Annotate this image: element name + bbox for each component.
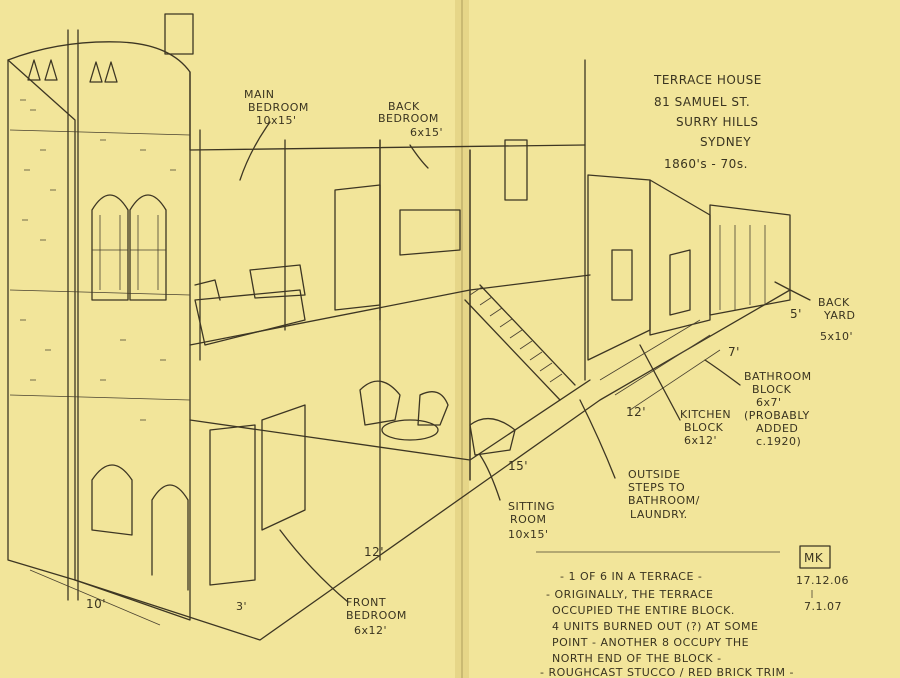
sitting-line-1: SITTING	[508, 500, 555, 513]
kitchen-line-3: 6x12'	[684, 434, 717, 447]
signature-date-1: 17.12.06	[796, 574, 849, 587]
kitchen-line-2: BLOCK	[684, 421, 724, 434]
label-outside-steps: OUTSIDE STEPS TO BATHROOM/ LAUNDRY.	[628, 468, 700, 521]
note-line-4: 4 UNITS BURNED OUT (?) AT SOME	[552, 620, 758, 633]
title-line-1: TERRACE HOUSE	[653, 73, 762, 87]
bathroom-line-2: BLOCK	[752, 383, 792, 396]
sitting-line-3: 10x15'	[508, 528, 549, 541]
terrace-facade	[7, 13, 194, 621]
signature-initials: MK	[804, 551, 824, 565]
room-label-kitchen-block: KITCHEN BLOCK 6x12'	[680, 408, 731, 447]
bathroom-line-5: ADDED	[756, 422, 798, 435]
note-line-2: - ORIGINALLY, THE TERRACE	[546, 588, 713, 601]
title-line-3: SURRY HILLS	[676, 115, 759, 129]
note-line-3: OCCUPIED THE ENTIRE BLOCK.	[552, 604, 735, 617]
back-yard-line-3: 5x10'	[820, 330, 853, 343]
back-yard-line-1: BACK	[818, 296, 850, 309]
steps-line-1: OUTSIDE	[628, 468, 681, 481]
front-bedroom-line-1: FRONT	[346, 596, 386, 609]
room-label-sitting-room: SITTING ROOM 10x15'	[508, 500, 555, 541]
dim-12ft-front: 12'	[364, 545, 384, 559]
front-bedroom-line-2: BEDROOM	[346, 609, 407, 622]
note-line-6: NORTH END OF THE BLOCK -	[552, 652, 722, 665]
bathroom-line-1: BATHROOM	[744, 370, 812, 383]
main-bedroom-line-3: 10x15'	[256, 114, 297, 127]
dimension-labels: 10' 3' 12' 15' 12' 7' 5'	[86, 307, 802, 613]
leader-arrows	[239, 121, 811, 603]
title-line-5: 1860's - 70s.	[664, 157, 748, 171]
kitchen-line-1: KITCHEN	[680, 408, 731, 421]
bathroom-line-6: c.1920)	[756, 435, 801, 448]
room-label-back-bedroom: BACK BEDROOM 6x15'	[378, 100, 443, 139]
dim-5ft: 5'	[790, 307, 802, 321]
room-label-back-yard: BACK YARD 5x10'	[818, 296, 856, 343]
back-yard-line-2: YARD	[823, 309, 856, 322]
back-bedroom-line-1: BACK	[388, 100, 420, 113]
notes-block: - 1 OF 6 IN A TERRACE - - ORIGINALLY, TH…	[536, 551, 794, 678]
signature-date-2: 7.1.07	[804, 600, 842, 613]
dim-12ft-kitchen: 12'	[626, 405, 646, 419]
note-line-1: - 1 OF 6 IN A TERRACE -	[560, 570, 702, 583]
signature-block: MK 17.12.06 7.1.07	[796, 545, 849, 613]
main-bedroom-line-1: MAIN	[244, 88, 275, 101]
title-block: TERRACE HOUSE 81 SAMUEL ST. SURRY HILLS …	[653, 73, 762, 171]
bathroom-line-4: (PROBABLY	[744, 409, 810, 422]
room-label-bathroom-block: BATHROOM BLOCK 6x7' (PROBABLY ADDED c.19…	[744, 370, 812, 448]
front-bedroom-line-3: 6x12'	[354, 624, 387, 637]
note-line-7: - ROUGHCAST STUCCO / RED BRICK TRIM -	[540, 666, 794, 678]
bathroom-line-3: 6x7'	[756, 396, 782, 409]
dim-10ft: 10'	[86, 597, 106, 611]
interior-cutaway	[29, 59, 791, 641]
rear-blocks	[587, 174, 791, 411]
main-bedroom-line-2: BEDROOM	[248, 101, 309, 114]
room-label-main-bedroom: MAIN BEDROOM 10x15'	[244, 88, 309, 127]
steps-line-3: BATHROOM/	[628, 494, 700, 507]
dim-7ft: 7'	[728, 345, 740, 359]
title-line-4: SYDNEY	[700, 135, 751, 149]
sitting-line-2: ROOM	[510, 513, 546, 526]
back-bedroom-line-3: 6x15'	[410, 126, 443, 139]
note-line-5: POINT - ANOTHER 8 OCCUPY THE	[552, 636, 749, 649]
steps-line-2: STEPS TO	[628, 481, 685, 494]
steps-line-4: LAUNDRY.	[630, 508, 688, 521]
title-line-2: 81 SAMUEL ST.	[654, 95, 750, 109]
room-label-front-bedroom: FRONT BEDROOM 6x12'	[346, 596, 407, 637]
dim-3ft: 3'	[236, 600, 247, 613]
back-bedroom-line-2: BEDROOM	[378, 112, 439, 125]
dim-15ft: 15'	[508, 459, 528, 473]
